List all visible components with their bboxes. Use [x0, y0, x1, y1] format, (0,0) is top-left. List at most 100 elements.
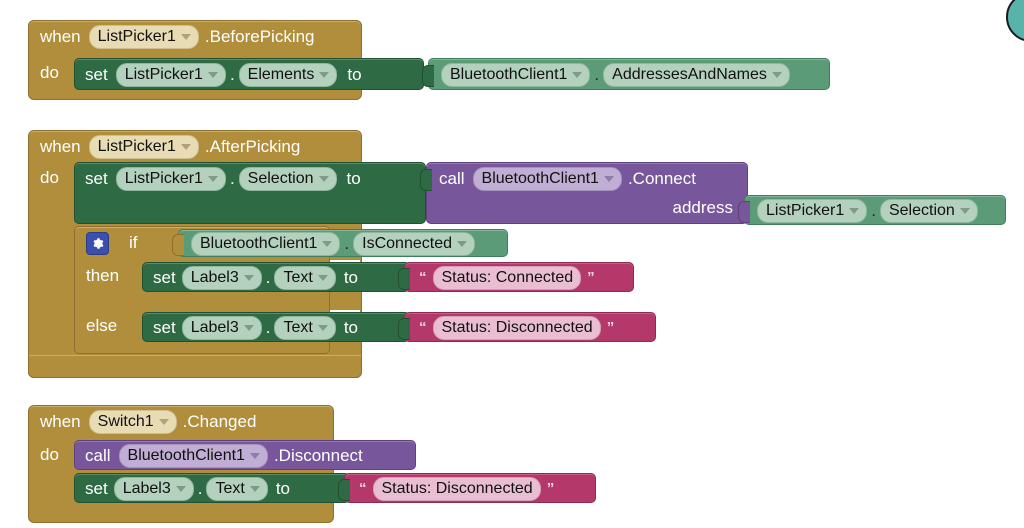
- chevron-down-icon: [322, 240, 333, 247]
- condition-property-dropdown[interactable]: IsConnected: [353, 232, 475, 256]
- dot-separator: .: [229, 65, 235, 84]
- setter-property-name: Selection: [247, 170, 314, 187]
- call-method-name: .Connect: [627, 169, 696, 188]
- getter-block-bluetoothclient1-isconnected[interactable]: BluetoothClient1 . IsConnected: [172, 229, 508, 257]
- dot-separator: .: [197, 479, 203, 498]
- call-block-bluetoothclient1-disconnect[interactable]: call BluetoothClient1 .Disconnect: [74, 440, 416, 470]
- setter-component-name: ListPicker1: [124, 66, 203, 83]
- component-dropdown-listpicker1[interactable]: ListPicker1: [88, 135, 199, 159]
- text-block-status-connected[interactable]: “ Status: Connected ”: [398, 262, 634, 292]
- chevron-down-icon: [180, 143, 191, 150]
- setter-property-dropdown[interactable]: Text: [206, 477, 268, 501]
- chevron-down-icon: [175, 485, 186, 492]
- value-plug: [420, 169, 432, 191]
- chevron-down-icon: [603, 175, 614, 182]
- text-field-disconnected[interactable]: Status: Disconnected: [432, 316, 601, 340]
- setter-property-dropdown[interactable]: Text: [274, 316, 336, 340]
- getter-component-name: BluetoothClient1: [450, 66, 568, 83]
- open-quote: “: [419, 319, 427, 336]
- value-plug: [738, 201, 750, 223]
- set-label: set: [153, 268, 176, 287]
- setter-component-dropdown[interactable]: ListPicker1: [115, 63, 226, 87]
- do-label: do: [40, 445, 59, 464]
- component-dropdown-switch1[interactable]: Switch1: [88, 410, 177, 434]
- block3-do-row: do: [40, 442, 59, 468]
- getter-component-dropdown[interactable]: BluetoothClient1: [441, 63, 591, 87]
- getter-property-dropdown[interactable]: AddressesAndNames: [603, 63, 790, 87]
- set-label: set: [85, 65, 108, 84]
- setter-property-dropdown[interactable]: Elements: [238, 63, 338, 87]
- setter-component-name: Label3: [190, 269, 239, 286]
- if-label: if: [129, 233, 138, 252]
- gear-icon[interactable]: [86, 231, 109, 255]
- else-row: else: [86, 314, 117, 338]
- getter-block-listpicker1-selection[interactable]: ListPicker1 . Selection: [738, 195, 1006, 225]
- setter-block-listpicker1-elements[interactable]: set ListPicker1 . Elements to: [74, 58, 424, 90]
- close-quote: ”: [546, 480, 555, 497]
- block2-bottom-bar: [28, 355, 362, 378]
- chevron-down-icon: [243, 324, 254, 331]
- when-label: when: [40, 137, 81, 156]
- block2-when-row: when ListPicker1 .AfterPicking: [40, 134, 300, 160]
- chevron-down-icon: [317, 274, 328, 281]
- close-quote: ”: [587, 269, 595, 286]
- dot-separator: .: [265, 318, 271, 337]
- component-name: ListPicker1: [97, 28, 176, 45]
- setter-component-dropdown[interactable]: Label3: [181, 266, 262, 290]
- setter-property-name: Text: [283, 319, 313, 336]
- chevron-down-icon: [243, 274, 254, 281]
- getter-block-bluetoothclient1-addressesandnames[interactable]: BluetoothClient1 . AddressesAndNames: [422, 58, 830, 90]
- setter-component-dropdown[interactable]: ListPicker1: [115, 167, 226, 191]
- value-plug: [422, 65, 434, 87]
- text-block-status-disconnected-else[interactable]: “ Status: Disconnected ”: [398, 312, 656, 342]
- setter-block-label3-text-connected[interactable]: set Label3 . Text to: [142, 262, 410, 292]
- chevron-down-icon: [771, 71, 782, 78]
- chevron-down-icon: [318, 175, 329, 182]
- then-label: then: [86, 266, 120, 285]
- value-plug: [172, 234, 184, 256]
- event-name: .AfterPicking: [204, 137, 301, 156]
- set-label: set: [85, 479, 108, 498]
- text-field-connected[interactable]: Status: Connected: [432, 266, 582, 290]
- call-component-dropdown[interactable]: BluetoothClient1: [472, 167, 622, 191]
- setter-block-listpicker1-selection[interactable]: set ListPicker1 . Selection to: [74, 162, 426, 224]
- component-dropdown-listpicker1[interactable]: ListPicker1: [88, 25, 199, 49]
- call-block-bluetoothclient1-connect[interactable]: call BluetoothClient1 .Connect address: [420, 162, 748, 224]
- condition-property-name: IsConnected: [362, 235, 452, 252]
- chevron-down-icon: [249, 452, 260, 459]
- close-quote: ”: [606, 319, 615, 336]
- call-component-name: BluetoothClient1: [127, 447, 245, 464]
- chevron-down-icon: [319, 71, 330, 78]
- setter-component-name: Label3: [190, 319, 239, 336]
- value-plug: [398, 268, 410, 290]
- setter-block-label3-text-switch[interactable]: set Label3 . Text to: [74, 473, 350, 503]
- setter-property-name: Elements: [247, 66, 315, 83]
- setter-component-name: Label3: [122, 480, 171, 497]
- call-label: call: [85, 446, 111, 465]
- setter-property-dropdown[interactable]: Selection: [238, 167, 337, 191]
- component-name: ListPicker1: [97, 138, 176, 155]
- workspace-zoom-control[interactable]: [1006, 0, 1024, 42]
- setter-property-name: Text: [283, 269, 313, 286]
- to-label: to: [275, 479, 290, 498]
- do-label: do: [40, 168, 59, 187]
- getter-property-dropdown[interactable]: Selection: [879, 199, 978, 223]
- text-block-status-disconnected-switch[interactable]: “ Status: Disconnected ”: [338, 473, 596, 503]
- condition-component-dropdown[interactable]: BluetoothClient1: [191, 232, 341, 256]
- dot-separator: .: [871, 201, 876, 220]
- setter-property-dropdown[interactable]: Text: [274, 266, 336, 290]
- chevron-down-icon: [207, 71, 218, 78]
- text-value: Status: Disconnected: [441, 319, 593, 336]
- setter-component-name: ListPicker1: [124, 170, 203, 187]
- call-component-dropdown[interactable]: BluetoothClient1: [118, 444, 268, 468]
- text-value: Status: Connected: [441, 269, 574, 286]
- setter-component-dropdown[interactable]: Label3: [181, 316, 262, 340]
- setter-block-label3-text-disconnected[interactable]: set Label3 . Text to: [142, 312, 410, 342]
- setter-component-dropdown[interactable]: Label3: [113, 477, 194, 501]
- getter-component-dropdown[interactable]: ListPicker1: [757, 199, 868, 223]
- do-label: do: [40, 63, 59, 82]
- text-field-disconnected[interactable]: Status: Disconnected: [372, 477, 541, 501]
- block1-do-row: do: [40, 60, 59, 86]
- call-component-name: BluetoothClient1: [481, 170, 599, 187]
